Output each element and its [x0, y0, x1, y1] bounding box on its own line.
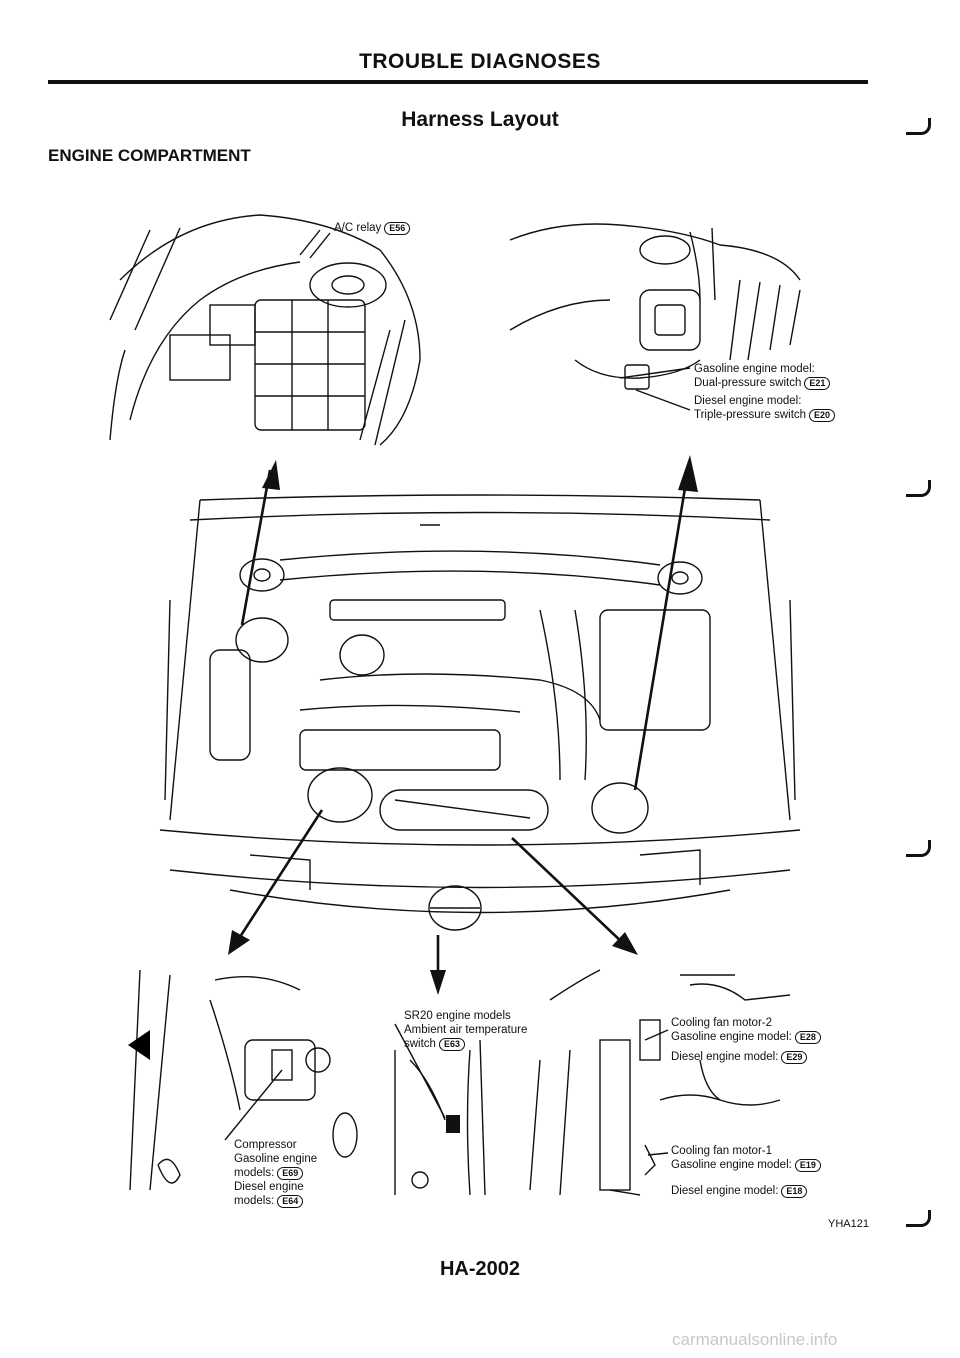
cooling-fan-1-label-line: Diesel engine model:E18 [671, 1184, 821, 1198]
cooling-fan-1-callout: Cooling fan motor-1 Gasoline engine mode… [671, 1144, 821, 1198]
pressure-switch-label-line: Diesel engine model: [694, 395, 802, 407]
ambient-sensor-callout: SR20 engine models Ambient air temperatu… [404, 1009, 527, 1051]
cooling-fan-detail [529, 969, 791, 1196]
compressor-label-line: Gasoline engine [234, 1153, 318, 1165]
compressor-label-line: Diesel engine [234, 1181, 304, 1193]
connector-code-badge: E29 [781, 1051, 808, 1064]
ambient-sensor-detail [394, 1039, 486, 1196]
connector-code-badge: E64 [277, 1195, 304, 1208]
compressor-label-line: models:E69 [234, 1166, 317, 1180]
section-title: Harness Layout [401, 108, 559, 131]
page-title: TROUBLE DIAGNOSES [359, 50, 601, 73]
cooling-fan-1-label-line: Gasoline engine model:E19 [671, 1158, 821, 1172]
watermark: carmanualsonline.info [672, 1330, 838, 1349]
pressure-switch-label-line: Gasoline engine model: [694, 363, 815, 375]
ac-relay-label: A/C relay [334, 222, 382, 234]
callout-leaders [224, 229, 691, 1156]
cooling-fan-2-callout: Cooling fan motor-2 Gasoline engine mode… [671, 1016, 821, 1064]
cooling-fan-2-label-line: Cooling fan motor-2 [671, 1017, 772, 1029]
connector-code-badge: E18 [781, 1185, 808, 1198]
connector-code-badge: E69 [277, 1167, 304, 1180]
figure-code: YHA121 [828, 1218, 869, 1230]
compressor-callout: Compressor Gasoline engine models:E69 Di… [234, 1138, 317, 1208]
connector-code-badge: E63 [438, 1038, 465, 1051]
connector-code-badge: E28 [794, 1031, 821, 1044]
cooling-fan-2-label-line: Diesel engine model:E29 [671, 1050, 821, 1064]
relay-box-detail [109, 214, 421, 446]
area-title: ENGINE COMPARTMENT [48, 146, 251, 165]
binding-tick-mark [906, 480, 931, 497]
compressor-label-line: Compressor [234, 1139, 297, 1151]
binding-tick-mark [906, 118, 931, 135]
leader-arrows [228, 455, 698, 995]
binding-tick-mark [906, 840, 931, 857]
engine-bay-overview [159, 494, 801, 931]
ambient-sensor-label-line: SR20 engine models [404, 1010, 511, 1022]
header-rule [48, 80, 868, 84]
connector-code-badge: E20 [809, 409, 836, 422]
pressure-switch-callout: Gasoline engine model: Dual-pressure swi… [694, 362, 836, 422]
binding-tick-mark [906, 1210, 931, 1227]
ambient-sensor-label-line: Ambient air temperature [404, 1024, 528, 1036]
connector-code-badge: E56 [384, 222, 411, 235]
connector-code-badge: E19 [794, 1159, 821, 1172]
page-number: HA-2002 [439, 1258, 521, 1280]
cooling-fan-2-label-line: Gasoline engine model:E28 [671, 1030, 821, 1044]
compressor-detail [128, 969, 358, 1191]
cooling-fan-1-label-line: Cooling fan motor-1 [671, 1145, 772, 1157]
compressor-label-line: models:E64 [234, 1194, 317, 1208]
connector-code-badge: E21 [804, 377, 831, 390]
pressure-switch-detail [509, 223, 801, 390]
